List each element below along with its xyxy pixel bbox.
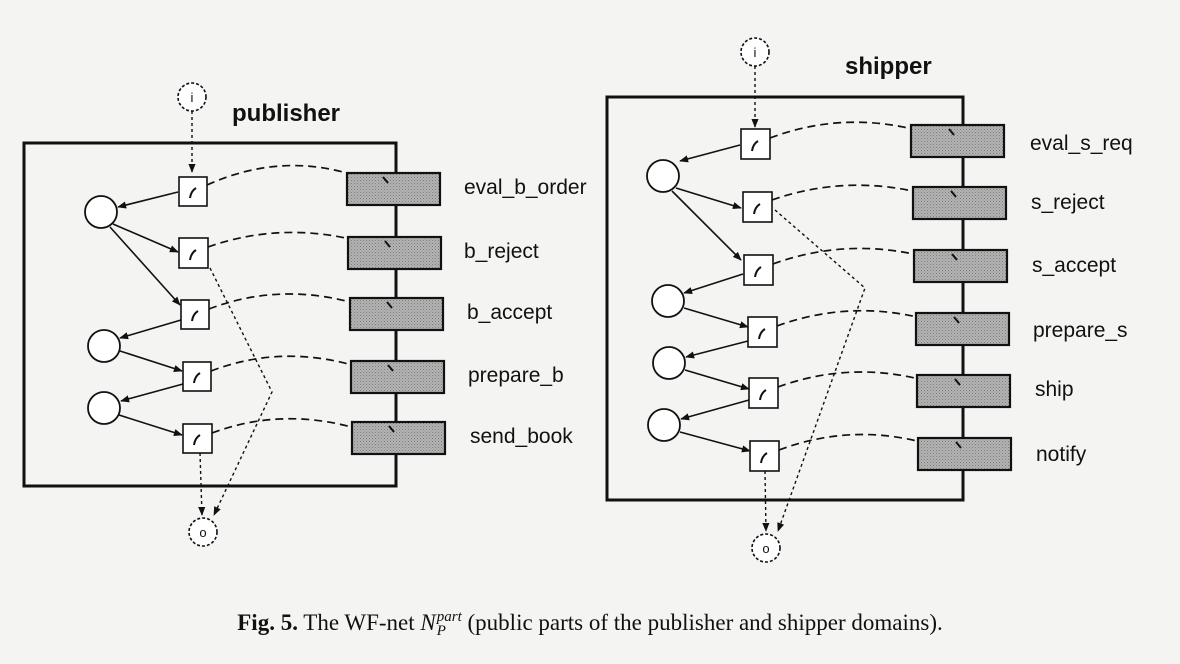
publisher-place-1 [84, 195, 118, 229]
shipper-arcs [671, 144, 751, 453]
shipper-place-4 [647, 408, 681, 442]
publisher-output-arcs [198, 267, 273, 516]
label-eval-s-req: eval_s_req [1030, 132, 1133, 155]
publisher-transition-4 [182, 361, 212, 392]
caption-fig-number: Fig. 5. [237, 610, 298, 635]
shipper-private-transitions [740, 128, 780, 472]
transition-send-book [350, 420, 447, 456]
publisher-output-place: o [188, 517, 218, 547]
publisher-arcs [109, 191, 184, 436]
publisher-domain: publisher i o [22, 82, 587, 547]
publisher-transition-1 [178, 176, 208, 207]
shipper-boundary [605, 95, 965, 502]
label-send-book: send_book [470, 425, 573, 448]
shipper-title: shipper [845, 53, 932, 80]
publisher-transition-3 [180, 299, 210, 330]
transition-eval-b-order [345, 171, 442, 207]
shipper-output-place: o [751, 533, 781, 563]
shipper-domain: shipper i o [605, 37, 1133, 563]
caption-pre: The WF-net [303, 610, 415, 635]
shipper-transition-3 [743, 254, 774, 286]
shipper-transition-2 [742, 191, 773, 223]
caption-post: (public parts of the publisher and shipp… [467, 610, 943, 635]
transition-s-reject [911, 185, 1008, 221]
shipper-place-1 [646, 159, 680, 193]
publisher-public-transitions [345, 171, 447, 456]
shipper-place-2 [651, 284, 685, 318]
label-eval-b-order: eval_b_order [464, 176, 587, 199]
shipper-transition-6 [749, 440, 780, 472]
publisher-place-2 [87, 329, 121, 363]
transition-b-accept [348, 296, 445, 332]
label-s-accept: s_accept [1032, 254, 1116, 277]
transition-s-accept [912, 248, 1009, 284]
label-b-reject: b_reject [464, 240, 539, 263]
shipper-transition-5 [748, 377, 779, 409]
shipper-transition-1 [740, 128, 771, 160]
label-s-reject: s_reject [1031, 191, 1105, 214]
label-ship: ship [1035, 378, 1074, 401]
label-b-accept: b_accept [467, 301, 552, 324]
shipper-output-arcs [762, 209, 866, 532]
label-notify: notify [1036, 443, 1087, 466]
publisher-transition-2 [178, 237, 209, 269]
caption-sup: part [436, 609, 462, 626]
publisher-dashed-links [206, 164, 369, 434]
publisher-input-place: i [177, 82, 207, 112]
transition-b-reject [346, 235, 443, 271]
label-prepare-s: prepare_s [1033, 319, 1128, 342]
shipper-transition-4 [747, 316, 778, 348]
shipper-place-3 [652, 346, 686, 380]
shipper-dashed-links [769, 121, 942, 451]
caption-symbol: N [420, 610, 436, 635]
transition-eval-s-req [909, 123, 1006, 159]
shipper-input-label: i [754, 45, 757, 60]
publisher-title: publisher [232, 100, 340, 127]
publisher-private-transitions [178, 176, 213, 454]
shipper-output-label: o [762, 541, 769, 556]
label-prepare-b: prepare_b [468, 364, 564, 387]
publisher-place-3 [87, 391, 121, 425]
publisher-output-label: o [199, 525, 206, 540]
shipper-public-transitions [909, 123, 1013, 472]
transition-prepare-s [914, 311, 1011, 347]
transition-notify [916, 436, 1013, 472]
transition-prepare-b [349, 359, 446, 395]
transition-ship [915, 373, 1012, 409]
shipper-input-place: i [740, 37, 770, 67]
caption-sub: P [436, 622, 446, 639]
publisher-transition-5 [182, 423, 213, 454]
publisher-input-label: i [191, 90, 194, 105]
